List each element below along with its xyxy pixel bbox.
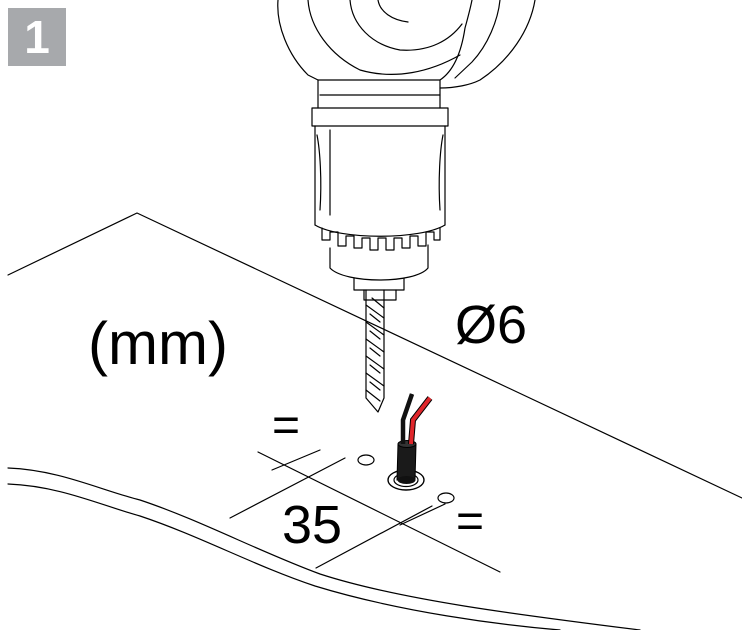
mounting-hole-right xyxy=(437,492,455,504)
equal-spacing-mark-right: = xyxy=(456,495,485,548)
unit-label: (mm) xyxy=(88,310,228,377)
drill-bit-icon xyxy=(365,289,385,413)
drill-diameter-label: Ø6 xyxy=(455,295,528,355)
drill-icon xyxy=(277,0,536,301)
mounting-hole-left xyxy=(357,454,375,466)
cable-grommet-icon xyxy=(387,393,433,491)
equal-spacing-mark-top: = xyxy=(272,399,301,452)
hole-spacing-dimension: 35 xyxy=(282,495,343,555)
step-number-badge: 1 xyxy=(8,8,66,66)
dimension-lines xyxy=(229,449,501,573)
mounting-holes xyxy=(357,454,455,504)
mounting-surface xyxy=(7,212,742,630)
